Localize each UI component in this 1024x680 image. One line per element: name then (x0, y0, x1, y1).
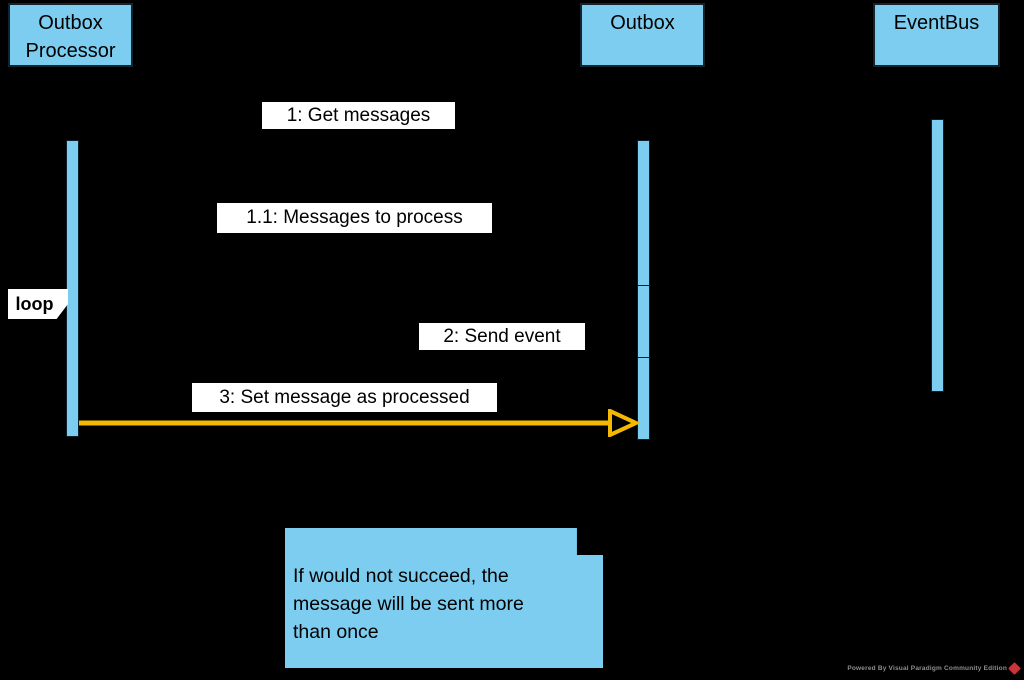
message-label-get-messages: 1: Get messages (262, 102, 455, 129)
activation-bar-eventbus (931, 119, 944, 392)
message-label-messages-to-process: 1.1: Messages to process (217, 203, 492, 233)
participant-eventbus: EventBus (873, 3, 1000, 67)
activation-bar-outbox-processor (66, 140, 79, 437)
participant-label: Outbox (610, 12, 675, 34)
note-text: If would not succeed, the message will b… (293, 565, 524, 643)
activation-bar-outbox-segment-1 (637, 140, 650, 286)
participant-outbox-processor: Outbox Processor (8, 3, 133, 67)
watermark-text: Powered By Visual Paradigm Community Edi… (847, 665, 1007, 672)
note: If would not succeed, the message will b… (285, 528, 603, 668)
visual-paradigm-logo-icon (1008, 662, 1021, 675)
loop-fragment-operator: loop (8, 289, 68, 319)
activation-bar-outbox-segment-3 (637, 357, 650, 440)
sequence-arrow (79, 409, 640, 437)
message-label-set-message-processed: 3: Set message as processed (192, 383, 497, 412)
message-label-send-event: 2: Send event (419, 323, 585, 350)
participant-outbox: Outbox (580, 3, 705, 67)
participant-label: EventBus (893, 12, 980, 34)
watermark: Powered By Visual Paradigm Community Edi… (847, 662, 1021, 675)
participant-label: Outbox Processor (25, 12, 116, 62)
activation-bar-outbox-segment-2 (637, 285, 650, 358)
